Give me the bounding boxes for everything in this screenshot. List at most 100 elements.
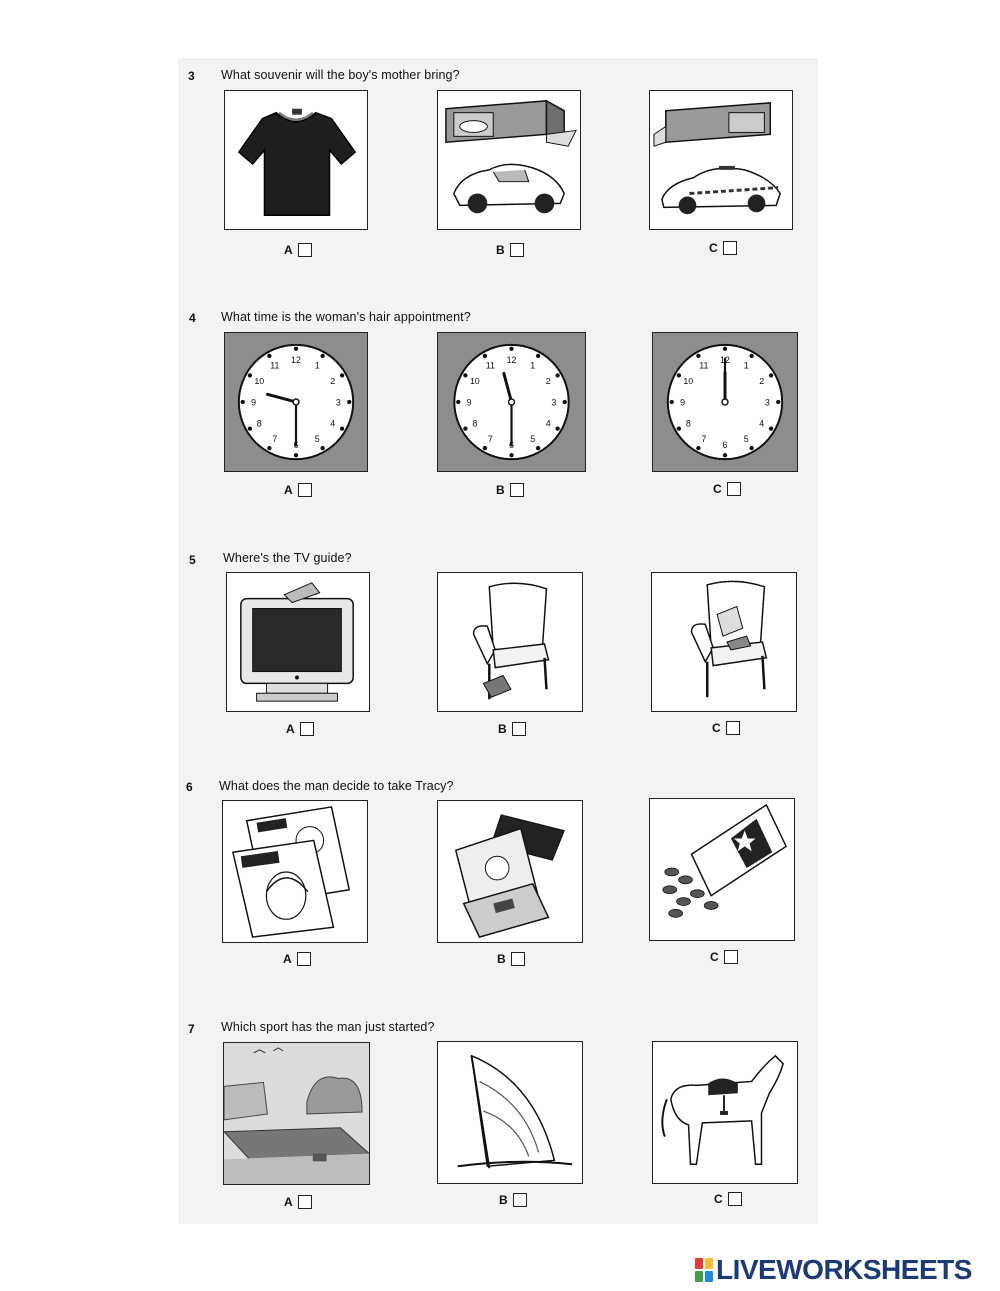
- clock-center: [721, 398, 729, 406]
- option-letter: A: [283, 952, 292, 966]
- clock-dot: [463, 426, 468, 431]
- option-letter: A: [284, 1195, 293, 1209]
- clock-number: 1: [315, 361, 320, 371]
- q5-option-b[interactable]: B: [498, 722, 526, 736]
- clock-dot: [339, 426, 345, 431]
- q3-picture-c: [649, 90, 793, 230]
- clock-number: 9: [680, 397, 685, 407]
- question-4-text: What time is the woman's hair appointmen…: [221, 310, 471, 324]
- q4-picture-a: 121234567891011: [224, 332, 368, 472]
- q5-option-a[interactable]: A: [286, 722, 314, 736]
- checkbox[interactable]: [297, 1195, 312, 1209]
- clock-number: 3: [765, 397, 770, 407]
- q3-picture-b: [437, 90, 581, 230]
- clock-number: 2: [759, 376, 764, 386]
- clock-dot: [535, 353, 541, 359]
- q5-option-c[interactable]: C: [712, 721, 740, 735]
- clock-number: 10: [683, 376, 693, 386]
- clock-dot: [463, 373, 468, 378]
- clock-dot: [267, 353, 272, 359]
- q6-option-b[interactable]: B: [497, 952, 525, 966]
- checkbox[interactable]: [727, 1192, 742, 1206]
- checkbox[interactable]: [512, 1193, 527, 1207]
- q4-option-b[interactable]: B: [496, 483, 524, 497]
- q3-option-c[interactable]: C: [709, 241, 737, 255]
- q5-picture-c: [651, 572, 797, 712]
- windsurfing-icon: [457, 1054, 573, 1169]
- question-6-text: What does the man decide to take Tracy?: [219, 779, 454, 793]
- q6-option-c[interactable]: C: [710, 950, 738, 964]
- logo-tiles-icon: [695, 1258, 713, 1282]
- q7-option-c[interactable]: C: [714, 1192, 742, 1206]
- checkbox[interactable]: [722, 241, 737, 255]
- video-tapes-icon: [454, 814, 565, 938]
- checkbox[interactable]: [723, 950, 738, 964]
- clock-dot: [293, 346, 299, 351]
- clock-dot: [749, 353, 754, 359]
- option-letter: C: [710, 950, 719, 964]
- clock-dot: [722, 453, 728, 458]
- q5-picture-a: [226, 572, 370, 712]
- q4-picture-b: 121234567891011: [437, 332, 586, 472]
- clock-dot: [555, 373, 560, 378]
- clock-number: 9: [251, 397, 256, 407]
- q7-option-b[interactable]: B: [499, 1193, 527, 1207]
- option-letter: C: [714, 1192, 723, 1206]
- clock-number: 7: [701, 434, 706, 444]
- q4-option-c[interactable]: C: [713, 482, 741, 496]
- clock-dot: [669, 399, 674, 405]
- armchair-with-guide-icon: [690, 580, 768, 698]
- t-shirt-icon: [237, 108, 357, 216]
- clock-dot: [768, 426, 774, 431]
- question-5-number: 5: [189, 553, 196, 567]
- clock-number: 2: [330, 376, 335, 386]
- option-letter: A: [284, 243, 293, 257]
- clock-number: 11: [486, 361, 495, 371]
- clock-dot: [768, 373, 774, 378]
- q3-option-b[interactable]: B: [496, 243, 524, 257]
- q3-option-a[interactable]: A: [284, 243, 312, 257]
- checkbox[interactable]: [297, 243, 312, 257]
- checkbox[interactable]: [296, 952, 311, 966]
- magazines-icon: [231, 806, 351, 938]
- checkbox[interactable]: [726, 482, 741, 496]
- question-3-text: What souvenir will the boy's mother brin…: [221, 68, 460, 82]
- horse-icon: [661, 1054, 785, 1166]
- q7-option-a[interactable]: A: [284, 1195, 312, 1209]
- clock-center: [507, 398, 516, 406]
- checkbox[interactable]: [511, 722, 526, 736]
- clock-number: 12: [507, 355, 517, 365]
- checkbox[interactable]: [297, 483, 312, 497]
- clock-number: 10: [254, 376, 264, 386]
- clock-dot: [509, 453, 514, 458]
- question-5-text: Where's the TV guide?: [223, 551, 352, 565]
- q6-picture-b: [437, 800, 583, 943]
- model-car-box-icon: [445, 99, 577, 214]
- clock-icon: 121234567891011: [237, 343, 355, 461]
- option-letter: A: [284, 483, 293, 497]
- q7-picture-a: [223, 1042, 370, 1185]
- checkbox[interactable]: [725, 721, 740, 735]
- checkbox[interactable]: [299, 722, 314, 736]
- clock-number: 12: [291, 355, 301, 365]
- checkbox[interactable]: [509, 243, 524, 257]
- clock-center: [292, 398, 300, 406]
- liveworksheets-logo: LIVEWORKSHEETS: [695, 1254, 972, 1286]
- clock-icon: 121234567891011: [666, 343, 784, 461]
- police-car-box-icon: [653, 102, 781, 215]
- clock-dot: [240, 399, 245, 405]
- question-7-number: 7: [188, 1022, 195, 1036]
- option-letter: B: [496, 483, 505, 497]
- clock-dot: [696, 445, 701, 451]
- clock-number: 10: [470, 376, 480, 386]
- question-3-number: 3: [188, 69, 195, 83]
- q6-picture-c: [649, 798, 795, 941]
- q4-option-a[interactable]: A: [284, 483, 312, 497]
- q6-option-a[interactable]: A: [283, 952, 311, 966]
- checkbox[interactable]: [509, 483, 524, 497]
- brand-name: LIVEWORKSHEETS: [716, 1254, 972, 1285]
- clock-number: 9: [467, 397, 472, 407]
- checkbox[interactable]: [510, 952, 525, 966]
- option-letter: C: [713, 482, 722, 496]
- clock-number: 1: [530, 361, 535, 371]
